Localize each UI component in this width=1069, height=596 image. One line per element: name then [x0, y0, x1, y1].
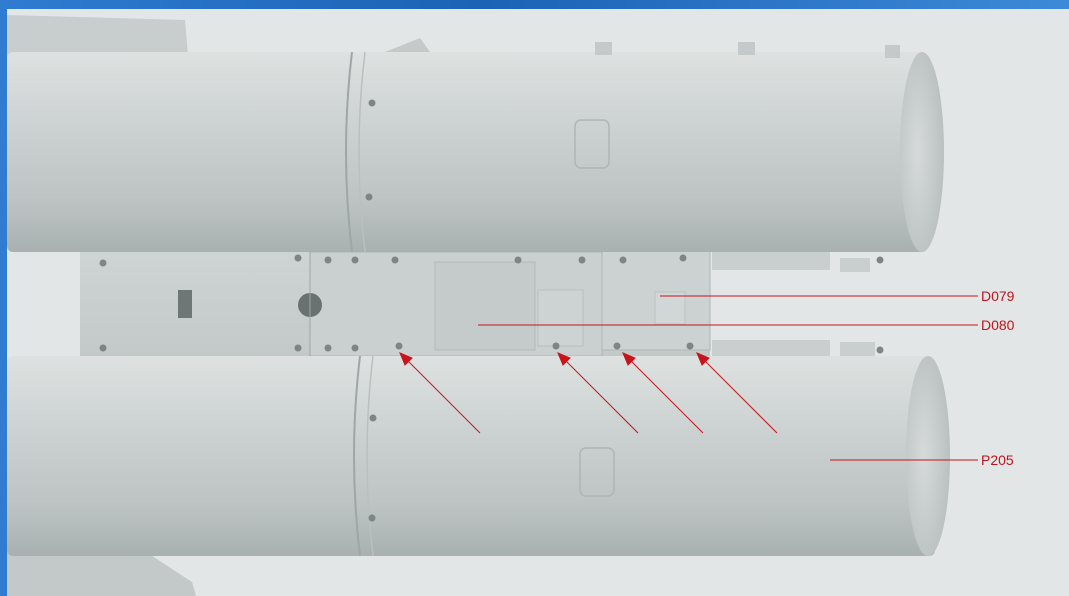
- arrows: [399, 352, 778, 434]
- lower-tube: [7, 355, 950, 557]
- leader-lines: [478, 295, 978, 461]
- upper-fin: [7, 15, 188, 62]
- upper-tube: [7, 38, 944, 253]
- panel-inner: [434, 261, 536, 351]
- panel-tab: [654, 291, 686, 325]
- fasteners: [99, 99, 884, 522]
- slot: [178, 290, 192, 318]
- label-d080: D080: [981, 317, 1015, 333]
- right-brackets-upper: [712, 252, 870, 272]
- assembly-illustration: [7, 15, 978, 596]
- label-p205: P205: [981, 452, 1014, 468]
- panel-window: [537, 289, 584, 347]
- illustration-panel: [7, 9, 1069, 596]
- label-d079: D079: [981, 288, 1015, 304]
- right-brackets-lower: [712, 340, 875, 360]
